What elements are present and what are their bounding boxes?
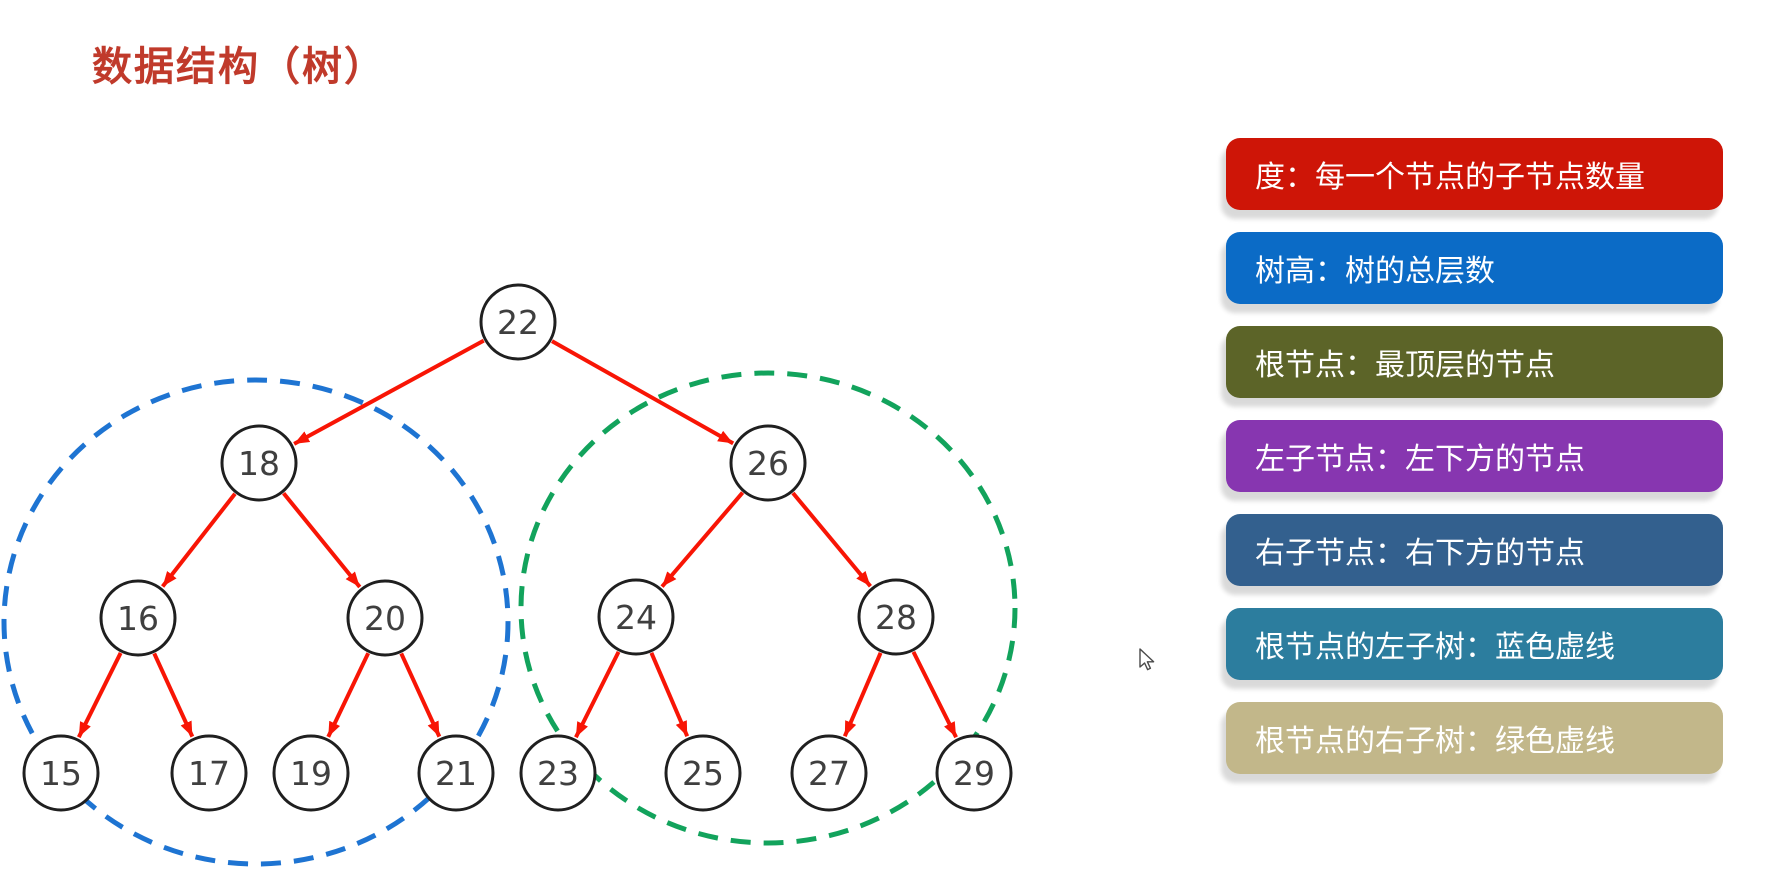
tree-node-18 bbox=[220, 424, 298, 502]
tree-node-16 bbox=[99, 579, 177, 657]
page-title: 数据结构（树） bbox=[92, 44, 386, 90]
legend-item-5: 根节点的左子树：蓝色虚线 bbox=[1226, 608, 1723, 680]
legend-item-label: 根节点的左子树：蓝色虚线 bbox=[1255, 630, 1615, 665]
legend-item-label: 根节点：最顶层的节点 bbox=[1255, 348, 1555, 383]
tree-node-21 bbox=[417, 734, 495, 812]
tree-node-26 bbox=[729, 424, 807, 502]
edge-28-27 bbox=[842, 652, 883, 738]
tree-node-22 bbox=[479, 283, 557, 361]
edge-26-28 bbox=[791, 491, 872, 588]
legend-item-label: 根节点的右子树：绿色虚线 bbox=[1255, 724, 1615, 759]
legend-item-0: 度：每一个节点的子节点数量 bbox=[1226, 138, 1723, 210]
edge-26-24 bbox=[660, 491, 745, 588]
right-subtree-outline bbox=[518, 370, 1018, 846]
tree-node-29 bbox=[935, 734, 1013, 812]
edge-18-16 bbox=[161, 492, 237, 588]
tree-node-24 bbox=[597, 578, 675, 656]
tree-node-25 bbox=[664, 734, 742, 812]
edge-18-20 bbox=[282, 492, 362, 589]
legend-item-label: 左子节点：左下方的节点 bbox=[1255, 442, 1585, 477]
legend-item-label: 右子节点：右下方的节点 bbox=[1255, 536, 1585, 571]
legend-item-3: 左子节点：左下方的节点 bbox=[1226, 420, 1723, 492]
legend-item-4: 右子节点：右下方的节点 bbox=[1226, 514, 1723, 586]
mouse-cursor-icon bbox=[1139, 648, 1157, 672]
edge-22-18 bbox=[293, 338, 485, 446]
edge-22-26 bbox=[550, 339, 735, 446]
edge-16-17 bbox=[152, 652, 195, 738]
legend-item-2: 根节点：最顶层的节点 bbox=[1226, 326, 1723, 398]
edge-28-29 bbox=[911, 650, 958, 739]
legend-item-6: 根节点的右子树：绿色虚线 bbox=[1226, 702, 1723, 774]
tree-node-19 bbox=[272, 734, 350, 812]
legend-item-label: 树高：树的总层数 bbox=[1255, 254, 1495, 289]
tree-node-27 bbox=[790, 734, 868, 812]
legend-item-label: 度：每一个节点的子节点数量 bbox=[1255, 160, 1645, 195]
edge-24-23 bbox=[574, 650, 621, 739]
edge-24-25 bbox=[649, 652, 690, 738]
tree-node-28 bbox=[857, 578, 935, 656]
legend-item-1: 树高：树的总层数 bbox=[1226, 232, 1723, 304]
tree-node-23 bbox=[519, 734, 597, 812]
edge-20-21 bbox=[399, 652, 442, 738]
left-subtree-outline bbox=[1, 377, 511, 867]
edge-16-15 bbox=[77, 652, 123, 739]
tree-node-17 bbox=[170, 734, 248, 812]
edge-20-19 bbox=[326, 652, 371, 738]
tree-node-15 bbox=[22, 734, 100, 812]
tree-node-20 bbox=[346, 579, 424, 657]
